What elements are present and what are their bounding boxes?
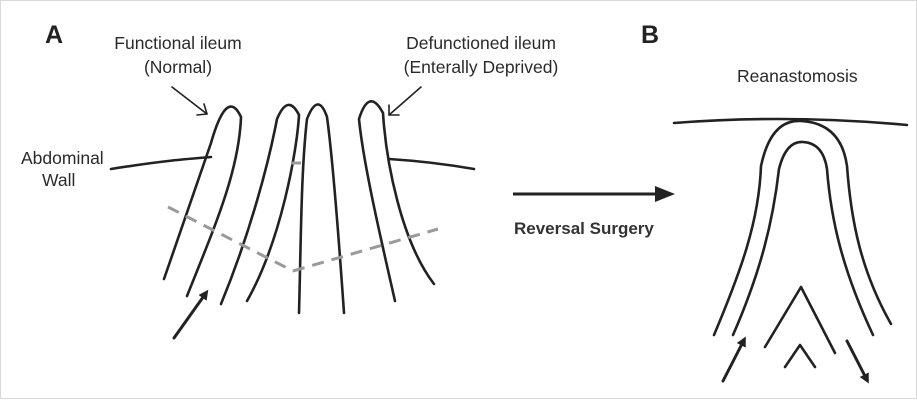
abdominal-wall-line1: Abdominal (21, 147, 104, 169)
functional-ileum-label: Functional ileum (Normal) (78, 35, 278, 76)
inner-loop (733, 142, 873, 335)
defunctioned-pointer-arrow (389, 87, 421, 115)
defunctioned-ileum-label: Defunctioned ileum (Enterally Deprived) (371, 35, 591, 76)
ileum-middle-left-loop (221, 105, 299, 304)
defunctioned-ileum-line1: Defunctioned ileum (371, 35, 591, 53)
functional-pointer-arrow (172, 87, 207, 114)
abdominal-wall-line-right (389, 159, 474, 169)
panel-a-letter: A (45, 23, 63, 48)
panel-a-drawing (111, 87, 474, 338)
flow-in-arrow-b (723, 340, 744, 381)
inner-chevron (765, 287, 835, 353)
dashed-line-right (293, 229, 438, 271)
small-chevron (785, 345, 815, 367)
outer-loop (714, 121, 891, 335)
panel-b-drawing (674, 119, 907, 381)
reversal-surgery-label: Reversal Surgery (514, 220, 654, 237)
ileum-middle-right-loop (299, 104, 344, 313)
flow-in-arrow-a (174, 293, 206, 338)
abdominal-wall-line (111, 157, 211, 169)
flow-out-arrow-b (847, 341, 867, 380)
defunctioned-ileum-line2: (Enterally Deprived) (371, 59, 591, 77)
functional-ileum-line1: Functional ileum (78, 35, 278, 53)
panel-b-letter: B (641, 23, 659, 48)
reanastomosis-label: Reanastomosis (737, 68, 858, 86)
functional-ileum-line2: (Normal) (78, 59, 278, 77)
abdominal-wall-label: Abdominal Wall (21, 147, 104, 191)
abdominal-wall-line2: Wall (21, 169, 104, 191)
defunctioned-ileum-loop (359, 101, 434, 301)
functional-ileum-loop (164, 107, 241, 296)
